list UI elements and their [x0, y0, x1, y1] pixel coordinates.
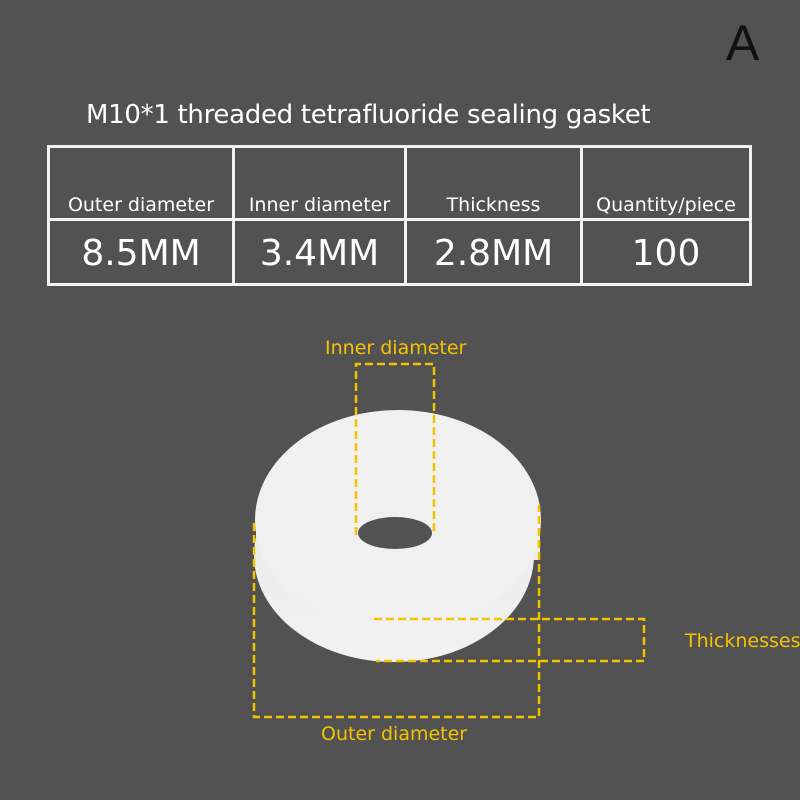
header-inner-diameter: Inner diameter	[248, 194, 391, 216]
gasket-image	[254, 410, 541, 662]
outer-diameter-guide	[252, 505, 541, 719]
header-outer-diameter: Outer diameter	[67, 194, 215, 216]
header-thickness: Thickness	[446, 194, 541, 216]
outer-diameter-label: Outer diameter	[321, 723, 468, 745]
inner-diameter-guide	[354, 362, 436, 535]
value-thickness: 2.8MM	[433, 233, 554, 274]
variant-label: A	[726, 15, 760, 71]
inner-diameter-label: Inner diameter	[325, 337, 467, 359]
value-quantity: 100	[631, 233, 701, 274]
gasket-hole	[358, 517, 432, 549]
table-divider	[580, 148, 583, 283]
header-quantity: Quantity/piece	[596, 194, 736, 216]
thickness-label: Thicknessess	[685, 630, 800, 652]
table-divider	[232, 148, 235, 283]
table-divider	[404, 148, 407, 283]
product-title: M10*1 threaded tetrafluoride sealing gas…	[86, 100, 651, 130]
table-divider	[50, 218, 749, 221]
spec-table: Outer diameter Inner diameter Thickness …	[47, 145, 752, 286]
value-inner-diameter: 3.4MM	[259, 233, 380, 274]
value-outer-diameter: 8.5MM	[81, 233, 201, 274]
thickness-guide	[374, 617, 646, 663]
